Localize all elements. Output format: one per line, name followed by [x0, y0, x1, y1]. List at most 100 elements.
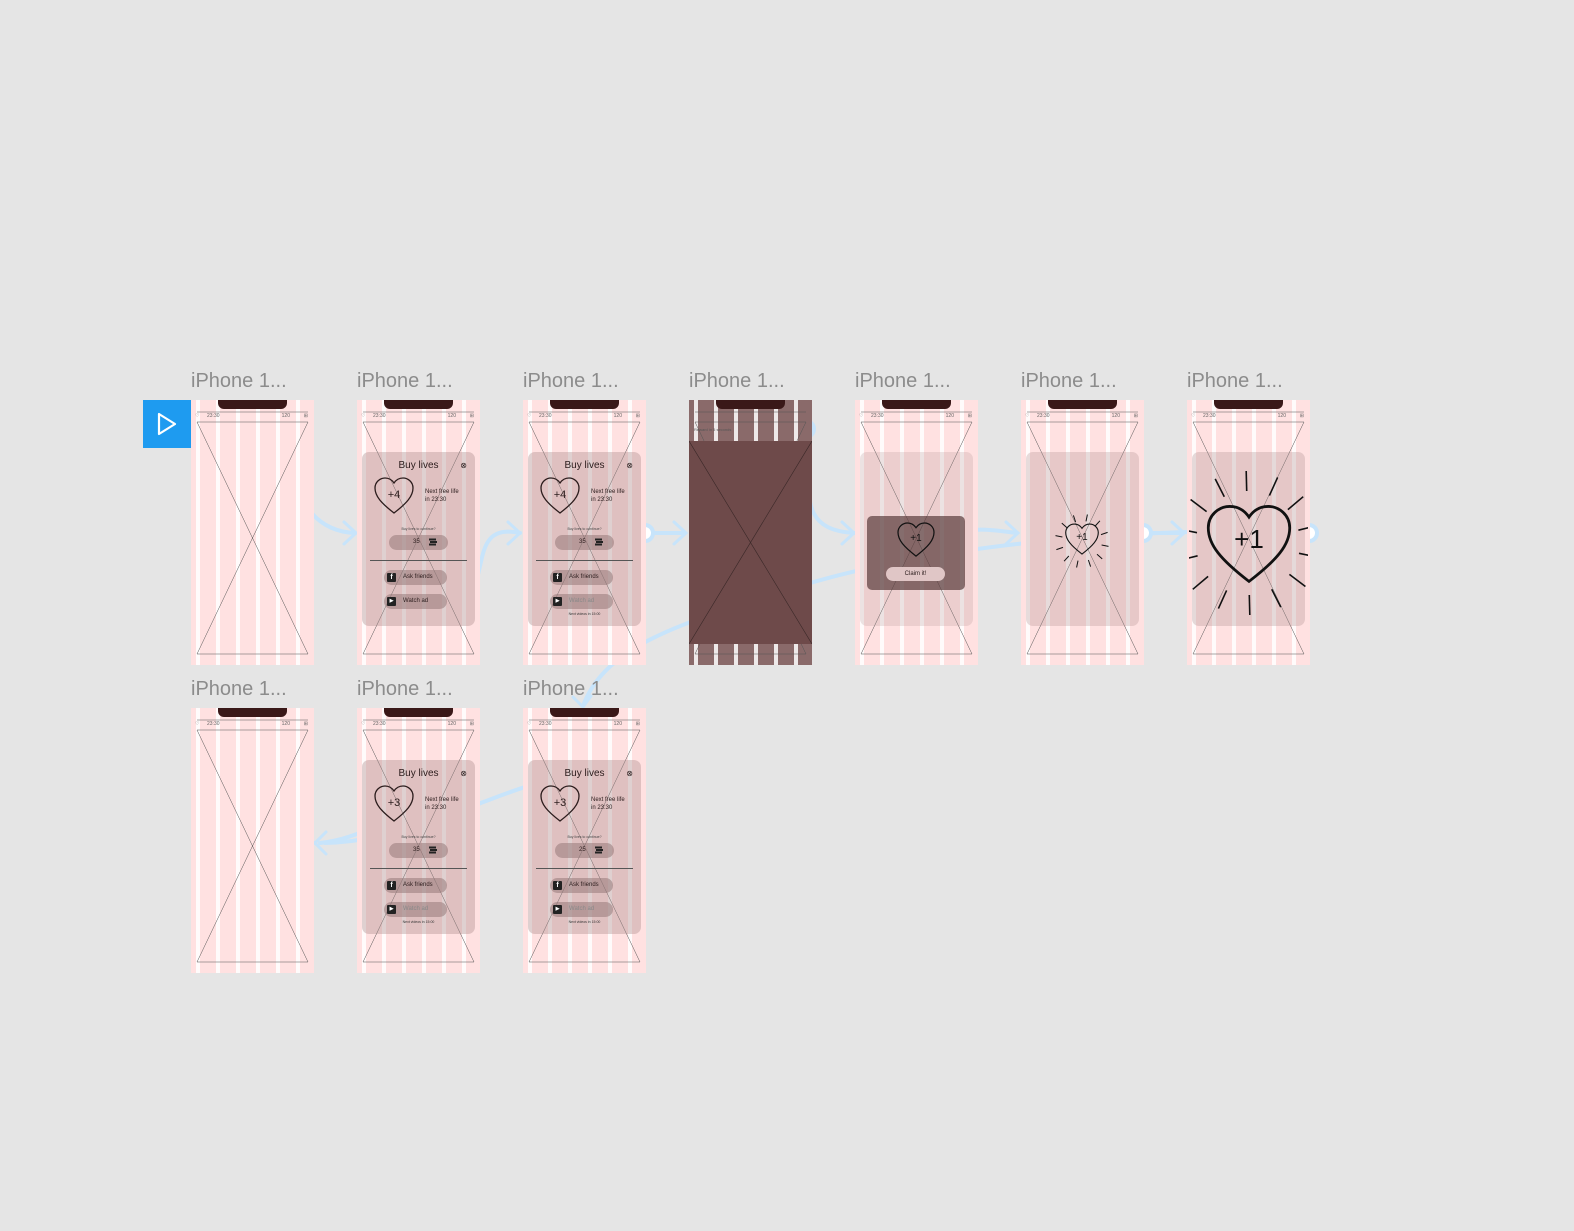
next-free-line1: Next free life	[591, 797, 625, 803]
buy-button[interactable]: 35	[555, 535, 614, 550]
frame-title[interactable]: iPhone 1...	[855, 370, 951, 392]
status-time: 23:30	[539, 721, 552, 727]
status-time: 23:30	[871, 413, 884, 419]
next-free-life: Next free life in 23:30	[425, 796, 459, 812]
facebook-icon: f	[387, 881, 396, 890]
lives-icon: ♡	[195, 413, 200, 419]
frame-title[interactable]: iPhone 1...	[357, 678, 453, 700]
heart-icon	[374, 785, 414, 822]
frame-title[interactable]: iPhone 1...	[523, 370, 619, 392]
price-label: 25	[579, 847, 586, 853]
prototype-start-button[interactable]	[143, 400, 191, 448]
divider	[536, 560, 633, 561]
ad-placeholder	[689, 441, 812, 644]
modal-title: Buy lives	[564, 768, 605, 779]
status-coins: 120	[613, 721, 622, 727]
next-free-line1: Next free life	[425, 489, 459, 495]
buy-prompt: Buy lives to continue?	[567, 527, 602, 531]
burst-heart-value: +1	[1076, 532, 1088, 543]
burst-heart-value: +1	[1234, 524, 1264, 554]
watch-ad-button[interactable]: ▶Watch ad	[384, 902, 447, 917]
frame-title[interactable]: iPhone 1...	[689, 370, 785, 392]
phone-notch	[1048, 400, 1117, 409]
watch-ad-button[interactable]: ▶ Watch ad	[550, 902, 613, 917]
next-free-life: Next free life in 23:30	[425, 488, 459, 504]
status-time: 23:30	[207, 413, 220, 419]
iphone-frame[interactable]: Reward in 5 seconds	[689, 400, 812, 665]
next-free-line2: in 23:30	[425, 497, 447, 503]
close-icon[interactable]: ⊗	[460, 461, 467, 470]
frame-title[interactable]: iPhone 1...	[191, 678, 287, 700]
coins-icon	[595, 846, 603, 854]
plus-icon: ⊞	[303, 413, 308, 419]
reward-countdown: Reward in 5 seconds	[694, 427, 732, 432]
price-label: 35	[579, 539, 586, 545]
video-play-icon: ▶	[553, 905, 562, 914]
status-bar: ♡ 23:30 120 ⊞	[527, 413, 642, 421]
play-icon	[157, 412, 177, 436]
frame-title[interactable]: iPhone 1...	[191, 370, 287, 392]
phone-notch	[550, 708, 619, 717]
small-heart-burst: +1	[1054, 513, 1110, 569]
buy-button[interactable]: 25	[555, 843, 614, 858]
frame-title[interactable]: iPhone 1...	[1187, 370, 1283, 392]
status-time: 23:30	[539, 413, 552, 419]
next-free-line2: in 23:30	[425, 805, 447, 811]
lives-icon: ♡	[527, 721, 532, 727]
frame-title[interactable]: iPhone 1...	[1021, 370, 1117, 392]
buy-button[interactable]: 35	[389, 535, 448, 550]
frame-title[interactable]: iPhone 1...	[357, 370, 453, 392]
close-icon[interactable]: ⊗	[460, 769, 467, 778]
heart-icon	[374, 477, 414, 514]
watch-ad-button[interactable]: ▶Watch ad	[384, 594, 447, 609]
next-free-line1: Next free life	[425, 797, 459, 803]
modal-title: Buy lives	[564, 460, 605, 471]
plus-icon: ⊞	[303, 721, 308, 727]
coins-icon	[429, 538, 437, 546]
divider	[370, 868, 467, 869]
video-play-icon: ▶	[553, 597, 562, 606]
status-coins: 120	[613, 413, 622, 419]
lives-icon: ♡	[361, 721, 366, 727]
lives-count: +3	[387, 797, 401, 809]
plus-icon: ⊞	[635, 413, 640, 419]
status-time: 23:30	[373, 721, 386, 727]
frame-title[interactable]: iPhone 1...	[523, 678, 619, 700]
watch-ad-button[interactable]: ▶Watch ad	[550, 594, 613, 609]
lives-icon: ♡	[527, 413, 532, 419]
buy-lives-modal-faded	[1026, 452, 1139, 626]
plus-icon: ⊞	[967, 413, 972, 419]
close-icon[interactable]: ⊗	[626, 769, 633, 778]
layout-grid	[196, 400, 309, 665]
close-icon[interactable]: ⊗	[626, 461, 633, 470]
phone-notch	[716, 400, 785, 409]
facebook-icon: f	[553, 573, 562, 582]
ask-friends-label: Ask friends	[403, 574, 433, 580]
lives-count: +4	[387, 489, 401, 501]
claim-button[interactable]: Claim it!	[886, 567, 945, 581]
buy-button[interactable]: 35	[389, 843, 448, 858]
lives-heart: +4	[539, 477, 581, 515]
divider	[370, 560, 467, 561]
price-label: 35	[413, 847, 420, 853]
watch-ad-label: Watch ad	[403, 906, 429, 912]
watch-ad-label: Watch ad	[569, 906, 595, 912]
